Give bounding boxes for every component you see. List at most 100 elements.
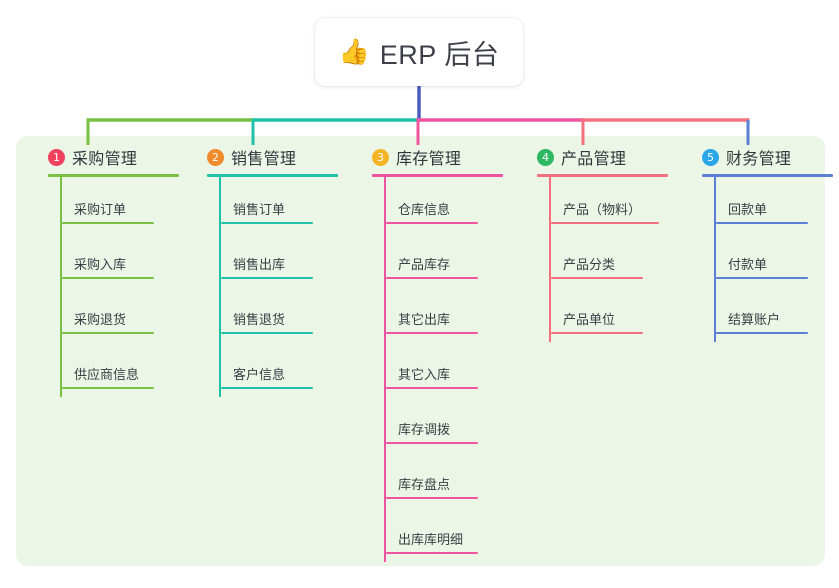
branch-item[interactable]: 库存调拨 [384,397,535,452]
branch-items: 仓库信息产品库存其它出库其它入库库存调拨库存盘点出库库明细 [370,177,535,562]
branch-item-underline [551,332,643,334]
branch-item-label: 出库库明细 [398,532,464,547]
branch-item-label: 库存调拨 [398,422,451,437]
branch-underline [48,174,179,177]
branch-item-underline [386,497,478,499]
branch-title: 采购管理 [72,151,138,168]
branch-item-label: 采购退货 [74,312,127,327]
branch-stem [219,177,221,397]
branch-item[interactable]: 客户信息 [219,342,370,397]
branch-item[interactable]: 销售出库 [219,232,370,287]
branch-item[interactable]: 采购入库 [60,232,211,287]
branch-item[interactable]: 产品库存 [384,232,535,287]
branch-stem [60,177,62,397]
thumbs-up-icon: 👍 [338,37,370,66]
branch-number-badge: 1 [48,148,65,166]
branch-item-label: 回款单 [728,202,768,217]
branch-item-underline [221,387,313,389]
branch-item-label: 产品（物料） [563,202,642,217]
branch-item-label: 产品单位 [563,312,616,327]
branch-item-underline [221,222,313,224]
branch-item-underline [62,277,154,279]
branch-items: 采购订单采购入库采购退货供应商信息 [46,177,211,397]
branch-stem [384,177,386,562]
branch-title: 库存管理 [396,151,462,168]
branch-item[interactable]: 仓库信息 [384,177,535,232]
branch-number-badge: 3 [372,148,389,166]
branch-item-underline [386,332,478,334]
branch-underline [537,174,668,177]
branch-item-underline [62,222,154,224]
branch-item[interactable]: 出库库明细 [384,507,535,562]
branch-item-underline [62,387,154,389]
branches-panel [16,136,825,566]
branch-item-underline [716,332,808,334]
branch-item[interactable]: 付款单 [714,232,839,287]
branch-item[interactable]: 销售退货 [219,287,370,342]
branch-item-underline [221,332,313,334]
branch-item-underline [386,552,478,554]
branch-item-underline [551,277,643,279]
branch-item[interactable]: 产品分类 [549,232,700,287]
branch-header-4[interactable]: 4 产品管理 [535,144,700,170]
branch-item-label: 销售退货 [233,312,286,327]
root-node[interactable]: 👍 ERP 后台 [315,18,523,86]
branch-item-underline [716,222,808,224]
branch-item-underline [716,277,808,279]
branch-item[interactable]: 产品（物料） [549,177,700,232]
branch-item-label: 其它出库 [398,312,451,327]
branch-item[interactable]: 其它入库 [384,342,535,397]
branch-items: 销售订单销售出库销售退货客户信息 [205,177,370,397]
branch-item-label: 供应商信息 [74,367,140,382]
branch-underline [702,174,833,177]
branch-items: 回款单付款单结算账户 [700,177,839,342]
branch-header-1[interactable]: 1 采购管理 [46,144,211,170]
branch-item[interactable]: 回款单 [714,177,839,232]
branch-item[interactable]: 供应商信息 [60,342,211,397]
branch-item-underline [221,277,313,279]
branch-item[interactable]: 销售订单 [219,177,370,232]
branch-title: 财务管理 [726,151,792,168]
branch-item-label: 仓库信息 [398,202,451,217]
branch-stem [549,177,551,342]
branch-item-label: 采购入库 [74,257,127,272]
branch-number-badge: 4 [537,148,554,166]
branch-item-label: 结算账户 [728,312,781,327]
branch-column-1: 1 采购管理采购订单采购入库采购退货供应商信息 [46,144,211,397]
branch-header-5[interactable]: 5 财务管理 [700,144,839,170]
branch-column-4: 4 产品管理产品（物料） 产品分类产品单位 [535,144,700,342]
branch-item-label: 产品库存 [398,257,451,272]
branch-column-5: 5 财务管理回款单付款单结算账户 [700,144,839,342]
root-title: ERP 后台 [379,39,500,70]
branch-number-badge: 5 [702,148,719,166]
branch-item[interactable]: 产品单位 [549,287,700,342]
branch-item[interactable]: 采购退货 [60,287,211,342]
branch-stem [714,177,716,342]
branch-underline [207,174,338,177]
branch-item[interactable]: 库存盘点 [384,452,535,507]
branch-column-3: 3 库存管理仓库信息产品库存其它出库其它入库库存调拨库存盘点出库库明细 [370,144,535,562]
branch-items: 产品（物料） 产品分类产品单位 [535,177,700,342]
branch-item-label: 产品分类 [563,257,616,272]
branch-item-underline [551,222,659,224]
branch-item-underline [62,332,154,334]
branch-title: 销售管理 [231,151,297,168]
branch-item-underline [386,222,478,224]
branch-item-label: 采购订单 [74,202,127,217]
branch-item-label: 销售出库 [233,257,286,272]
branch-item[interactable]: 结算账户 [714,287,839,342]
branch-item-underline [386,277,478,279]
branch-item-underline [386,387,478,389]
branch-item-label: 付款单 [728,257,768,272]
branch-item-label: 销售订单 [233,202,286,217]
branch-item-label: 其它入库 [398,367,451,382]
branch-header-3[interactable]: 3 库存管理 [370,144,535,170]
branch-item-label: 客户信息 [233,367,286,382]
branch-title: 产品管理 [561,151,627,168]
branch-item[interactable]: 采购订单 [60,177,211,232]
branch-item[interactable]: 其它出库 [384,287,535,342]
branch-item-label: 库存盘点 [398,477,451,492]
